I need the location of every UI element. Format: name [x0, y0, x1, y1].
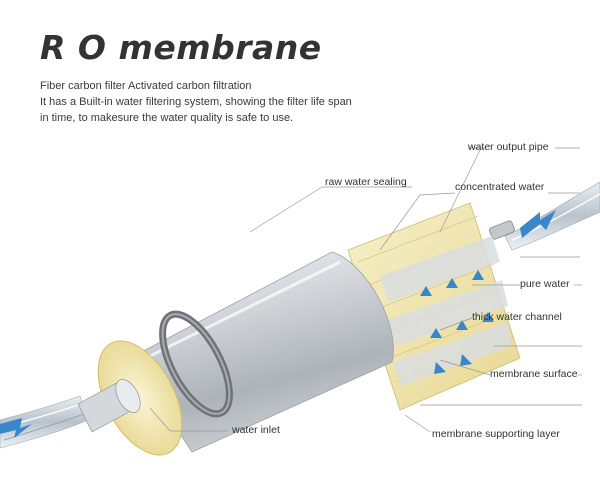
label-raw-water-sealing: raw water sealing — [325, 176, 407, 188]
label-membrane-supporting-layer: membrane supporting layer — [432, 428, 560, 440]
inlet-water-stream — [0, 395, 89, 449]
description-line: It has a Built-in water filtering system… — [40, 96, 352, 108]
inlet-arrow-icon — [0, 418, 32, 438]
output-water-stream — [504, 181, 600, 251]
description-line: in time, to makesure the water quality i… — [40, 112, 294, 124]
description-line: Fiber carbon filter Activated carbon fil… — [40, 80, 252, 92]
leader-lines — [149, 147, 582, 433]
label-thick-water-channel: thick water channel — [472, 311, 562, 323]
description: Fiber carbon filter Activated carbon fil… — [40, 78, 380, 126]
label-water-output-pipe: water output pipe — [468, 141, 549, 153]
label-concentrated-water: concentrated water — [455, 181, 545, 193]
page-title: R O membrane — [40, 28, 322, 67]
output-arrow-icon — [520, 210, 556, 238]
label-membrane-surface: membrane surface — [490, 368, 578, 380]
label-water-inlet: water inlet — [232, 424, 280, 436]
membrane-cylinder — [77, 251, 394, 456]
label-pure-water: pure water — [520, 278, 570, 290]
